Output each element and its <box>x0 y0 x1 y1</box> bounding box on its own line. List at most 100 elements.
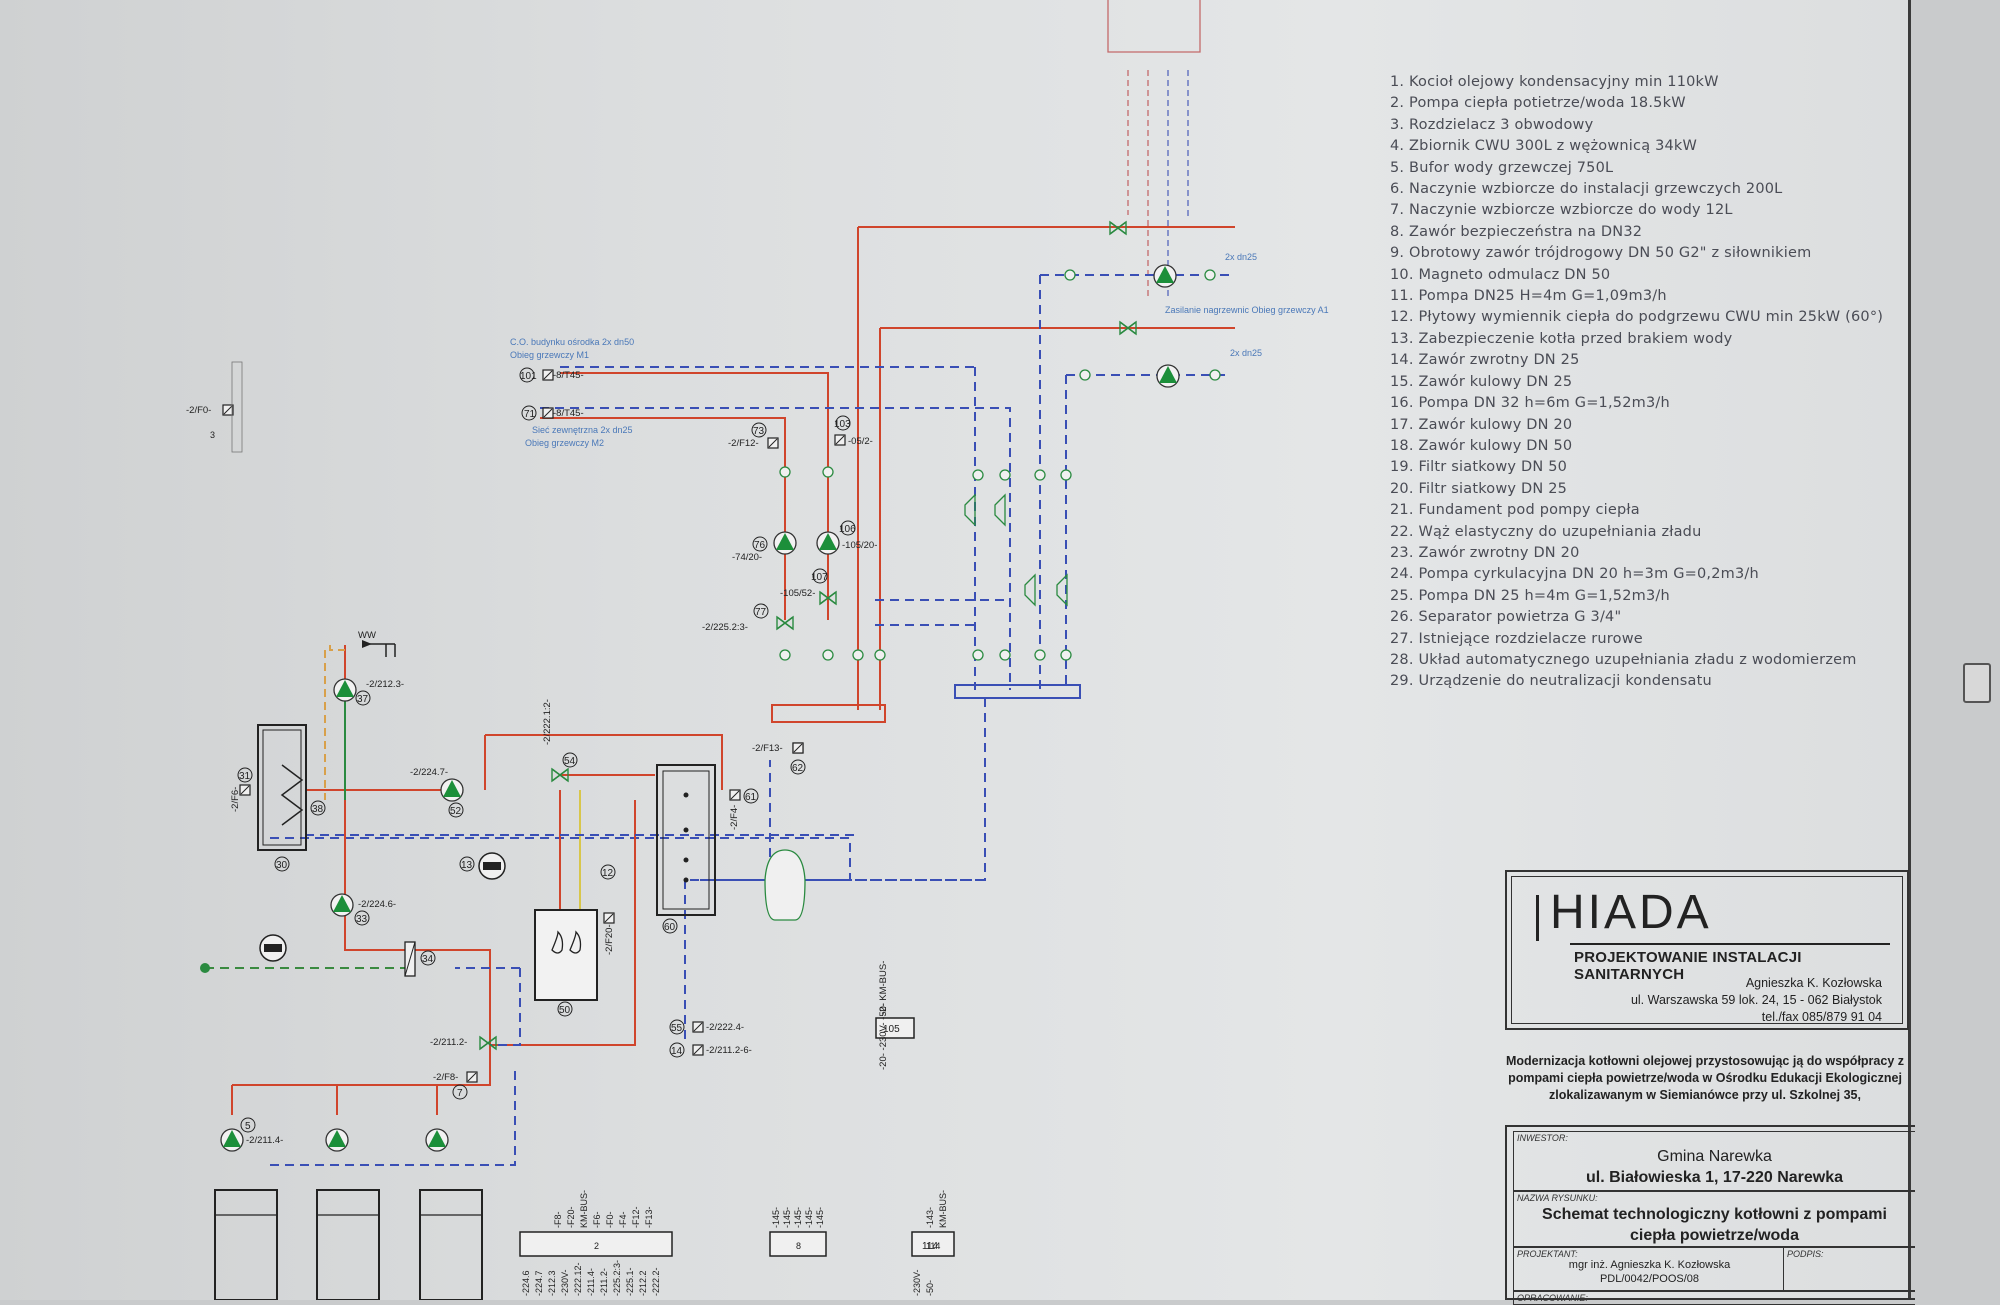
svg-text:52: 52 <box>450 806 462 817</box>
svg-text:-2/211.4-: -2/211.4- <box>246 1135 283 1146</box>
svg-text:KM-BUS-: KM-BUS- <box>579 1190 589 1228</box>
legend-item: 29. Urządzenie do neutralizacji kondensa… <box>1390 673 1712 690</box>
investor-name: Gmina Narewka <box>1657 1148 1772 1165</box>
svg-text:Obieg grzewczy M1: Obieg grzewczy M1 <box>510 350 589 360</box>
svg-text:-2/F8-: -2/F8- <box>433 1072 458 1083</box>
company-contact: Agnieszka K. Kozłowska ul. Warszawska 59… <box>1631 975 1882 1026</box>
svg-text:38: 38 <box>312 804 324 815</box>
svg-text:50: 50 <box>559 1005 571 1016</box>
page-edge-tab <box>1963 663 1991 703</box>
legend-item: 13. Zabezpieczenie kotła przed brakiem w… <box>1390 330 1733 347</box>
svg-text:C.O. budynku ośrodka 2x dn50: C.O. budynku ośrodka 2x dn50 <box>510 337 634 347</box>
svg-text:-2/F20-: -2/F20- <box>604 924 615 955</box>
device-105 <box>875 1017 915 1039</box>
svg-text:2: 2 <box>594 1241 599 1251</box>
svg-text:-2- KM-BUS-: -2- KM-BUS- <box>878 961 889 1015</box>
svg-text:-2/F0-: -2/F0- <box>186 405 211 416</box>
svg-text:-212.3: -212.3 <box>547 1270 557 1296</box>
svg-text:31: 31 <box>239 771 251 782</box>
svg-text:-211.2-: -211.2- <box>599 1268 609 1296</box>
svg-text:-145-: -145- <box>804 1207 814 1228</box>
svg-text:-74/20-: -74/20- <box>732 552 762 563</box>
svg-text:77: 77 <box>755 607 767 618</box>
boiler <box>534 909 598 1001</box>
svg-text:-2/224.7-: -2/224.7- <box>410 767 448 778</box>
component-number-markers: 101 71 73 103 76 106 107 77 31 37 38 30 … <box>237 367 938 1252</box>
svg-text:2x dn25: 2x dn25 <box>1230 348 1262 358</box>
designer-name: mgr inż. Agnieszka K. Kozłowska <box>1568 1259 1731 1271</box>
svg-text:-105/20-: -105/20- <box>842 540 877 551</box>
company-subtitle: PROJEKTOWANIE INSTALACJI SANITARNYCH <box>1574 949 1802 983</box>
svg-text:Sieć zewnętrzna 2x dn25: Sieć zewnętrzna 2x dn25 <box>532 425 633 435</box>
legend-item: 9. Obrotowy zawór trójdrogowy DN 50 G2" … <box>1390 245 1812 262</box>
svg-text:14: 14 <box>671 1046 683 1057</box>
svg-text:-2/222.4-: -2/222.4- <box>706 1022 744 1033</box>
investor-address: ul. Białowieska 1, 17-220 Narewka <box>1585 1169 1844 1186</box>
svg-text:-145-: -145- <box>782 1207 792 1228</box>
drawing-name-row: NAZWA RYSUNKU: Schemat technologiczny ko… <box>1513 1191 1915 1247</box>
company-phone: tel./fax 085/879 91 04 <box>1761 1010 1882 1024</box>
company-address: ul. Warszawska 59 lok. 24, 15 - 062 Biał… <box>1630 993 1882 1007</box>
designer-row: PROJEKTANT: mgr inż. Agnieszka K. Kozłow… <box>1513 1247 1785 1291</box>
svg-text:-225.2:3-: -225.2:3- <box>612 1260 622 1296</box>
legend-item: 25. Pompa DN 25 h=4m G=1,52m3/h <box>1390 587 1670 604</box>
svg-text:54: 54 <box>564 756 576 767</box>
legend-item: 1. Kocioł olejowy kondensacyjny min 110k… <box>1390 74 1719 90</box>
svg-text:76: 76 <box>754 540 766 551</box>
svg-text:-8/T45-: -8/T45- <box>553 408 584 419</box>
svg-text:Obieg grzewczy M2: Obieg grzewczy M2 <box>525 438 604 448</box>
legend-item: 16. Pompa DN 32 h=6m G=1,52m3/h <box>1390 395 1670 412</box>
dhw-tank <box>257 724 307 851</box>
svg-text:-F4-: -F4- <box>618 1212 628 1229</box>
title-block-inner: HIADA PROJEKTOWANIE INSTALACJI SANITARNY… <box>1511 876 1903 1024</box>
signature-row: PODPIS: <box>1783 1247 1915 1291</box>
svg-text:-20- -230V- -50-: -20- -230V- -50- <box>878 1003 889 1070</box>
legend-item: 26. Separator powietrza G 3/4" <box>1390 609 1622 626</box>
upper-components <box>542 221 1221 754</box>
svg-text:-2/222.1:2-: -2/222.1:2- <box>542 699 553 745</box>
legend-item: 6. Naczynie wzbiorcze do instalacji grze… <box>1390 181 1783 198</box>
prepared-label: OPRACOWANIE: <box>1517 1293 1588 1303</box>
svg-text:34: 34 <box>422 954 434 965</box>
svg-text:8: 8 <box>796 1241 801 1251</box>
legend-item: 5. Bufor wody grzewczej 750L <box>1390 159 1614 176</box>
svg-text:-143-: -143- <box>925 1207 935 1228</box>
svg-text:12: 12 <box>602 868 614 879</box>
svg-text:-F6-: -F6- <box>592 1212 602 1229</box>
svg-text:-8/T45-: -8/T45- <box>553 370 584 381</box>
prepared-row: OPRACOWANIE: <box>1513 1291 1915 1305</box>
svg-text:-211.4-: -211.4- <box>586 1268 596 1296</box>
svg-text:-230V-: -230V- <box>912 1269 922 1296</box>
legend-item: 8. Zawór bezpieczeństra na DN32 <box>1390 223 1643 240</box>
svg-text:103: 103 <box>834 419 851 430</box>
svg-text:-145-: -145- <box>793 1207 803 1228</box>
investor-row: INWESTOR: Gmina Narewka ul. Białowieska … <box>1513 1131 1915 1191</box>
svg-text:-2/211.2-: -2/211.2- <box>430 1037 467 1048</box>
lower-pipes <box>205 645 985 1166</box>
terminal-box-2 <box>519 1231 673 1257</box>
legend-item: 11. Pompa DN25 H=4m G=1,09m3/h <box>1390 288 1667 305</box>
supply-pipes-upper <box>540 226 1235 723</box>
svg-text:-2/224.6-: -2/224.6- <box>358 899 396 910</box>
legend-item: 27. Istniejące rozdzielacze rurowe <box>1390 630 1643 647</box>
svg-text:114: 114 <box>922 1241 938 1252</box>
svg-text:13: 13 <box>461 860 473 871</box>
svg-text:KM-BUS-: KM-BUS- <box>938 1190 948 1228</box>
drawing-label: NAZWA RYSUNKU: <box>1517 1193 1598 1203</box>
svg-text:Zasilanie nagrzewnic Obieg grz: Zasilanie nagrzewnic Obieg grzewczy A1 <box>1165 305 1329 315</box>
designer-label: PROJEKTANT: <box>1517 1249 1578 1259</box>
tag-labels: -8/T45- -8/T45- -2/F12- -05/2- -74/20- -… <box>186 370 889 1146</box>
svg-text:5: 5 <box>245 1121 251 1132</box>
svg-text:30: 30 <box>276 860 288 871</box>
logo-bar <box>1536 895 1539 941</box>
svg-text:-145-: -145- <box>815 1207 825 1228</box>
legend-item: 21. Fundament pod pompy ciepła <box>1390 502 1640 519</box>
legend-item: 23. Zawór zwrotny DN 20 <box>1390 544 1580 561</box>
svg-text:101: 101 <box>520 371 537 382</box>
svg-text:-2/211.2-6-: -2/211.2-6- <box>706 1045 752 1056</box>
svg-text:-F13-: -F13- <box>644 1206 654 1228</box>
svg-text:-F12-: -F12- <box>631 1206 641 1228</box>
svg-text:-225.1-: -225.1- <box>625 1267 635 1296</box>
svg-text:-F8-: -F8- <box>553 1212 563 1229</box>
